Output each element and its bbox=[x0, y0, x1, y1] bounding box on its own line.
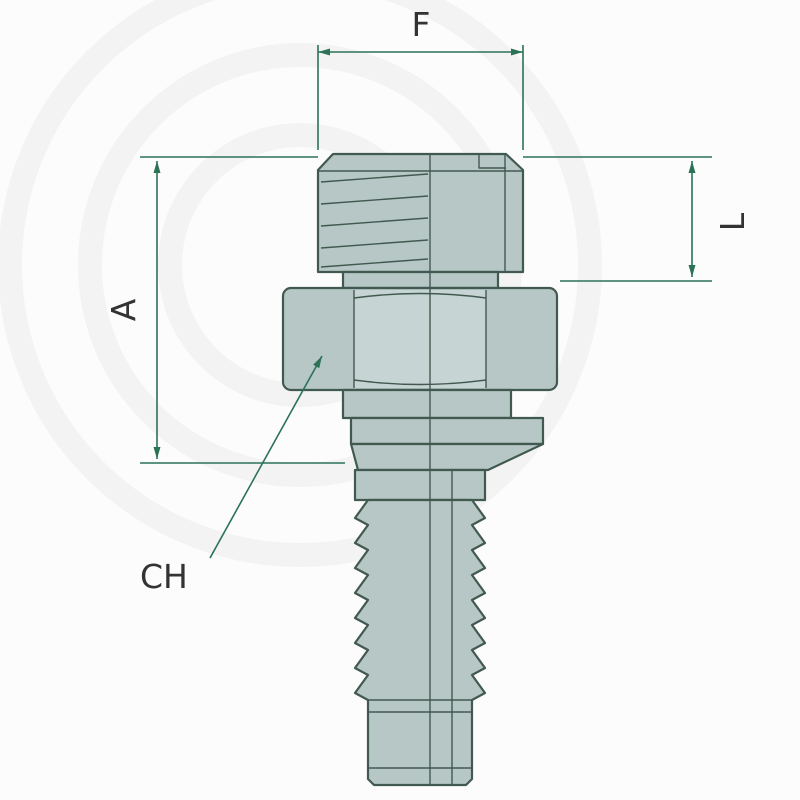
ch-leader-line bbox=[209, 355, 323, 559]
hex-chamfer-arcs bbox=[353, 292, 487, 386]
neck-section bbox=[341, 270, 500, 290]
hex-center-face bbox=[354, 290, 486, 388]
shank-section bbox=[353, 468, 487, 502]
collar-band bbox=[349, 416, 545, 446]
background-watermark bbox=[0, 0, 602, 567]
hose-barb-section bbox=[353, 498, 487, 787]
label-l: L bbox=[713, 212, 752, 231]
label-ch: CH bbox=[140, 557, 188, 596]
fitting-body bbox=[281, 152, 559, 787]
thread-section bbox=[316, 152, 525, 274]
label-f: F bbox=[412, 5, 431, 44]
taper-section bbox=[349, 442, 545, 472]
dimensions: F A L CH bbox=[104, 5, 752, 596]
thread-line bbox=[320, 173, 429, 268]
label-a: A bbox=[104, 298, 143, 321]
thread-relief-line bbox=[478, 154, 506, 272]
step-band bbox=[341, 388, 513, 420]
watermark-ring bbox=[0, 0, 602, 567]
barb-tail-lines bbox=[368, 699, 472, 769]
hex-flat-edges bbox=[353, 290, 487, 388]
